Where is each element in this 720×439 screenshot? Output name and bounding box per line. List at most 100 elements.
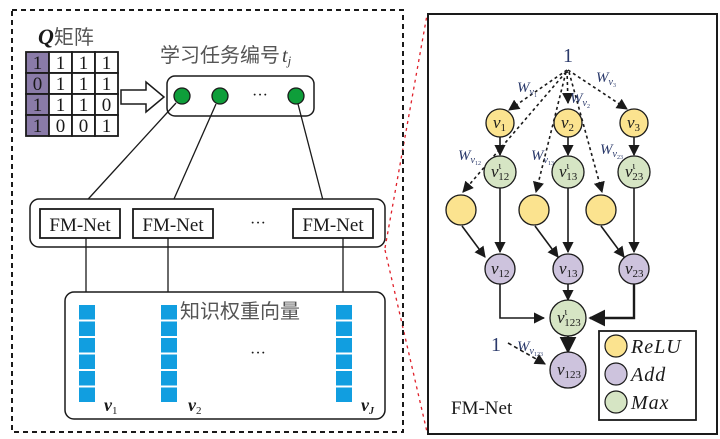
hollow-arrow [120,80,166,114]
q-matrix-value: 0 [79,116,89,137]
node-v2: v2 [553,108,583,138]
vector-label-1: v1 [104,395,118,417]
edge-relu12-v12 [461,225,486,258]
relu-node-12 [445,194,477,226]
q-matrix-value: 1 [102,116,112,137]
fmnet-label-2: FM-Net [142,215,204,236]
edge-bias-v123 [507,342,546,365]
bias-edges [462,69,628,194]
bias-bottom: 1 [491,334,501,356]
fmnet-box-2: FM-Net [132,208,214,239]
q-matrix-value: 1 [79,95,89,116]
vector-cell [161,338,177,353]
q-matrix-cell [94,114,119,137]
weight-label-wv13: Wv13 [531,148,554,167]
vector-label-j: vJ [361,395,375,417]
vector-column-2 [161,305,177,402]
q-matrix-value: 1 [102,53,112,74]
q-matrix-value: 1 [33,116,43,137]
q-matrix-label: Q矩阵 [38,24,94,49]
vector-cell [79,371,95,386]
edge-bias-relu23 [568,71,605,194]
vector-cell [161,371,177,386]
legend-swatch [604,390,628,414]
legend-label: Max [630,392,670,414]
vector-column-1 [79,305,95,402]
weight-label-wv23: Wv23 [600,142,623,161]
q-matrix-value: 0 [56,116,66,137]
task-node-2 [211,87,229,105]
vector-cell [336,371,352,386]
task-node-box [166,75,315,117]
svg-text:v1: v1 [493,113,506,134]
vectors-box [64,291,386,420]
node-v23: v23 [618,253,650,285]
vector-cell [161,321,177,336]
vector-cell [79,338,95,353]
vector-cell [161,354,177,369]
edge-relu23-v23 [600,225,625,258]
fmnet-ellipsis: ··· [250,215,266,232]
edge-bias-relu13 [533,71,567,194]
vector-cell [79,305,95,320]
legend-item-relu: ReLU [604,334,681,358]
relu-node-23 [585,194,617,226]
zoom-line-bottom [384,249,428,433]
vector-cell [79,387,95,402]
q-matrix-value: 1 [56,74,66,95]
task-node-1 [173,87,191,105]
q-matrix-value: 1 [79,53,89,74]
edge-v23-vp123 [588,284,636,327]
edge-v12-vp123 [499,284,546,324]
vector-cell [336,338,352,353]
svg-text:v3: v3 [627,113,641,134]
node-v123: v123 [549,351,587,389]
fmnet-label-1: FM-Net [49,215,111,236]
edge-taskj-fmnetj [297,103,328,209]
legend-swatch [604,362,628,386]
weight-label-wv2: Wv2 [570,91,590,110]
vector-cell [336,321,352,336]
svg-text:v13: v13 [559,259,578,280]
fmnet-box-j: FM-Net [292,208,374,239]
legend-item-max: Max [604,390,670,414]
vector-cell [79,354,95,369]
q-matrix-value: 1 [56,53,66,74]
zoom-line-top [384,14,428,249]
task-node-j [287,87,305,105]
vector-columns [79,305,352,402]
legend-swatch [604,334,628,358]
node-v12: v12 [484,253,516,285]
relu-node-13 [518,194,550,226]
q-matrix-value: 1 [79,74,89,95]
vector-cell [79,321,95,336]
svg-text:v12: v12 [491,259,510,280]
vector-cell [336,305,352,320]
q-matrix-value: 1 [102,74,112,95]
node-v13: v13 [552,253,584,285]
task-ellipsis: ··· [252,87,268,104]
bias-top: 1 [563,45,573,67]
fmnet-title: FM-Net [451,398,513,419]
weight-label-wv3: Wv3 [596,70,616,89]
edge-bias-relu12 [462,71,567,193]
q-matrix-value: 0 [102,95,112,116]
vector-cell [336,354,352,369]
q-matrix-value: 0 [33,74,43,95]
vector-cell [161,305,177,320]
svg-text:v23: v23 [625,259,644,280]
svg-text:v123: v123 [557,360,582,381]
